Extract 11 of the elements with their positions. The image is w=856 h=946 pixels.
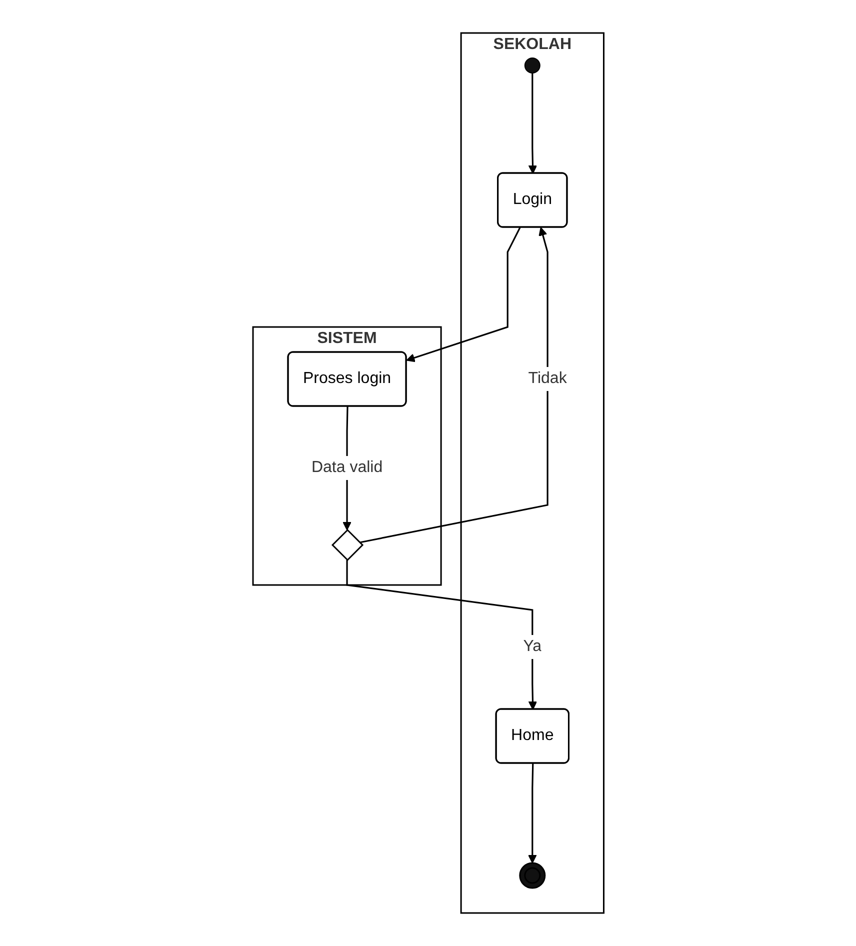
node-circle bbox=[524, 58, 540, 74]
node-diamond bbox=[331, 528, 364, 562]
arrow bbox=[359, 227, 548, 544]
edge-label: Ya bbox=[522, 638, 542, 655]
arrow bbox=[528, 73, 537, 174]
arrow bbox=[528, 763, 536, 864]
node-circle bbox=[518, 862, 546, 889]
edge-label: Tidak bbox=[528, 370, 566, 387]
edge-label: Data valid bbox=[311, 459, 382, 476]
arrow bbox=[406, 227, 520, 362]
arrow bbox=[346, 560, 537, 710]
